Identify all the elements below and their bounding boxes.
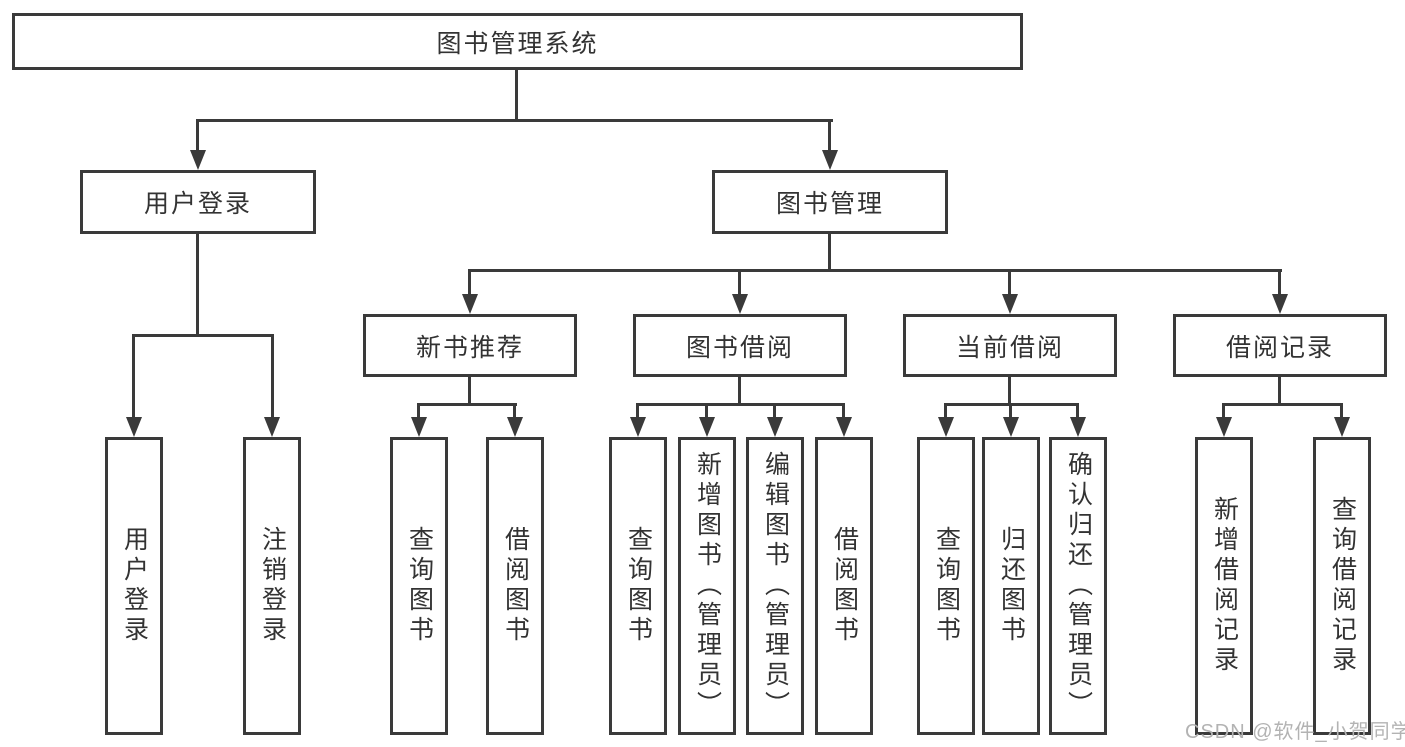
connector-line [1340, 403, 1343, 419]
arrowhead-down-icon [1272, 294, 1288, 314]
connector-line [132, 334, 274, 337]
connector-line [132, 334, 135, 419]
arrowhead-down-icon [126, 417, 142, 437]
connector-line [738, 269, 741, 297]
node-borrowing-records: 借阅记录 [1173, 314, 1387, 377]
connector-line [196, 119, 199, 152]
node-user-login: 用户登录 [80, 170, 316, 234]
arrowhead-down-icon [264, 417, 280, 437]
arrowhead-down-icon [462, 294, 478, 314]
arrowhead-down-icon [732, 294, 748, 314]
node-leaf-add-borrow-record: 新增借阅记录 [1195, 437, 1253, 735]
node-leaf-return-books: 归还图书 [982, 437, 1040, 735]
node-library-management-system: 图书管理系统 [12, 13, 1023, 70]
connector-line [468, 269, 471, 297]
arrowhead-down-icon [1003, 417, 1019, 437]
connector-line [1278, 269, 1281, 297]
node-leaf-query-borrow-record: 查询借阅记录 [1313, 437, 1371, 735]
node-new-book-recommendation: 新书推荐 [363, 314, 577, 377]
node-leaf-logout: 注销登录 [243, 437, 301, 735]
arrowhead-down-icon [938, 417, 954, 437]
arrowhead-down-icon [1070, 417, 1086, 437]
connector-line [636, 403, 845, 406]
connector-line [1222, 403, 1225, 419]
node-leaf-confirm-return-admin: 确认归还（管理员） [1049, 437, 1107, 735]
connector-line [1222, 403, 1343, 406]
arrowhead-down-icon [699, 417, 715, 437]
connector-line [468, 269, 1282, 272]
arrowhead-down-icon [1002, 294, 1018, 314]
connector-line [1008, 377, 1011, 406]
connector-line [828, 119, 831, 152]
connector-line [417, 403, 517, 406]
arrowhead-down-icon [507, 417, 523, 437]
watermark: CSDN @软件_小贺同学 [1185, 721, 1405, 743]
node-book-management: 图书管理 [712, 170, 948, 234]
connector-line [515, 70, 518, 122]
connector-line [842, 403, 845, 419]
arrowhead-down-icon [411, 417, 427, 437]
node-leaf-user-login: 用户登录 [105, 437, 163, 735]
connector-line [196, 234, 199, 337]
connector-line [773, 403, 776, 419]
arrowhead-down-icon [1334, 417, 1350, 437]
connector-line [705, 403, 708, 419]
node-leaf-query-books: 查询图书 [917, 437, 975, 735]
arrowhead-down-icon [630, 417, 646, 437]
node-leaf-borrow-books: 借阅图书 [815, 437, 873, 735]
node-leaf-add-books-admin: 新增图书（管理员） [678, 437, 736, 735]
connector-line [196, 119, 833, 122]
connector-line [1076, 403, 1079, 419]
node-leaf-edit-books-admin: 编辑图书（管理员） [746, 437, 804, 735]
connector-line [944, 403, 947, 419]
arrowhead-down-icon [836, 417, 852, 437]
node-leaf-borrow-books: 借阅图书 [486, 437, 544, 735]
arrowhead-down-icon [190, 150, 206, 170]
connector-line [828, 234, 831, 272]
arrowhead-down-icon [1216, 417, 1232, 437]
node-leaf-query-books: 查询图书 [390, 437, 448, 735]
arrowhead-down-icon [767, 417, 783, 437]
node-book-borrowing: 图书借阅 [633, 314, 847, 377]
connector-line [468, 377, 471, 406]
node-current-borrowing: 当前借阅 [903, 314, 1117, 377]
connector-line [636, 403, 639, 419]
connector-line [417, 403, 420, 419]
connector-line [738, 377, 741, 406]
node-leaf-query-books: 查询图书 [609, 437, 667, 735]
connector-line [1009, 403, 1012, 419]
connector-line [513, 403, 516, 419]
connector-line [1278, 377, 1281, 406]
arrowhead-down-icon [822, 150, 838, 170]
connector-line [271, 334, 274, 419]
connector-line [1008, 269, 1011, 297]
